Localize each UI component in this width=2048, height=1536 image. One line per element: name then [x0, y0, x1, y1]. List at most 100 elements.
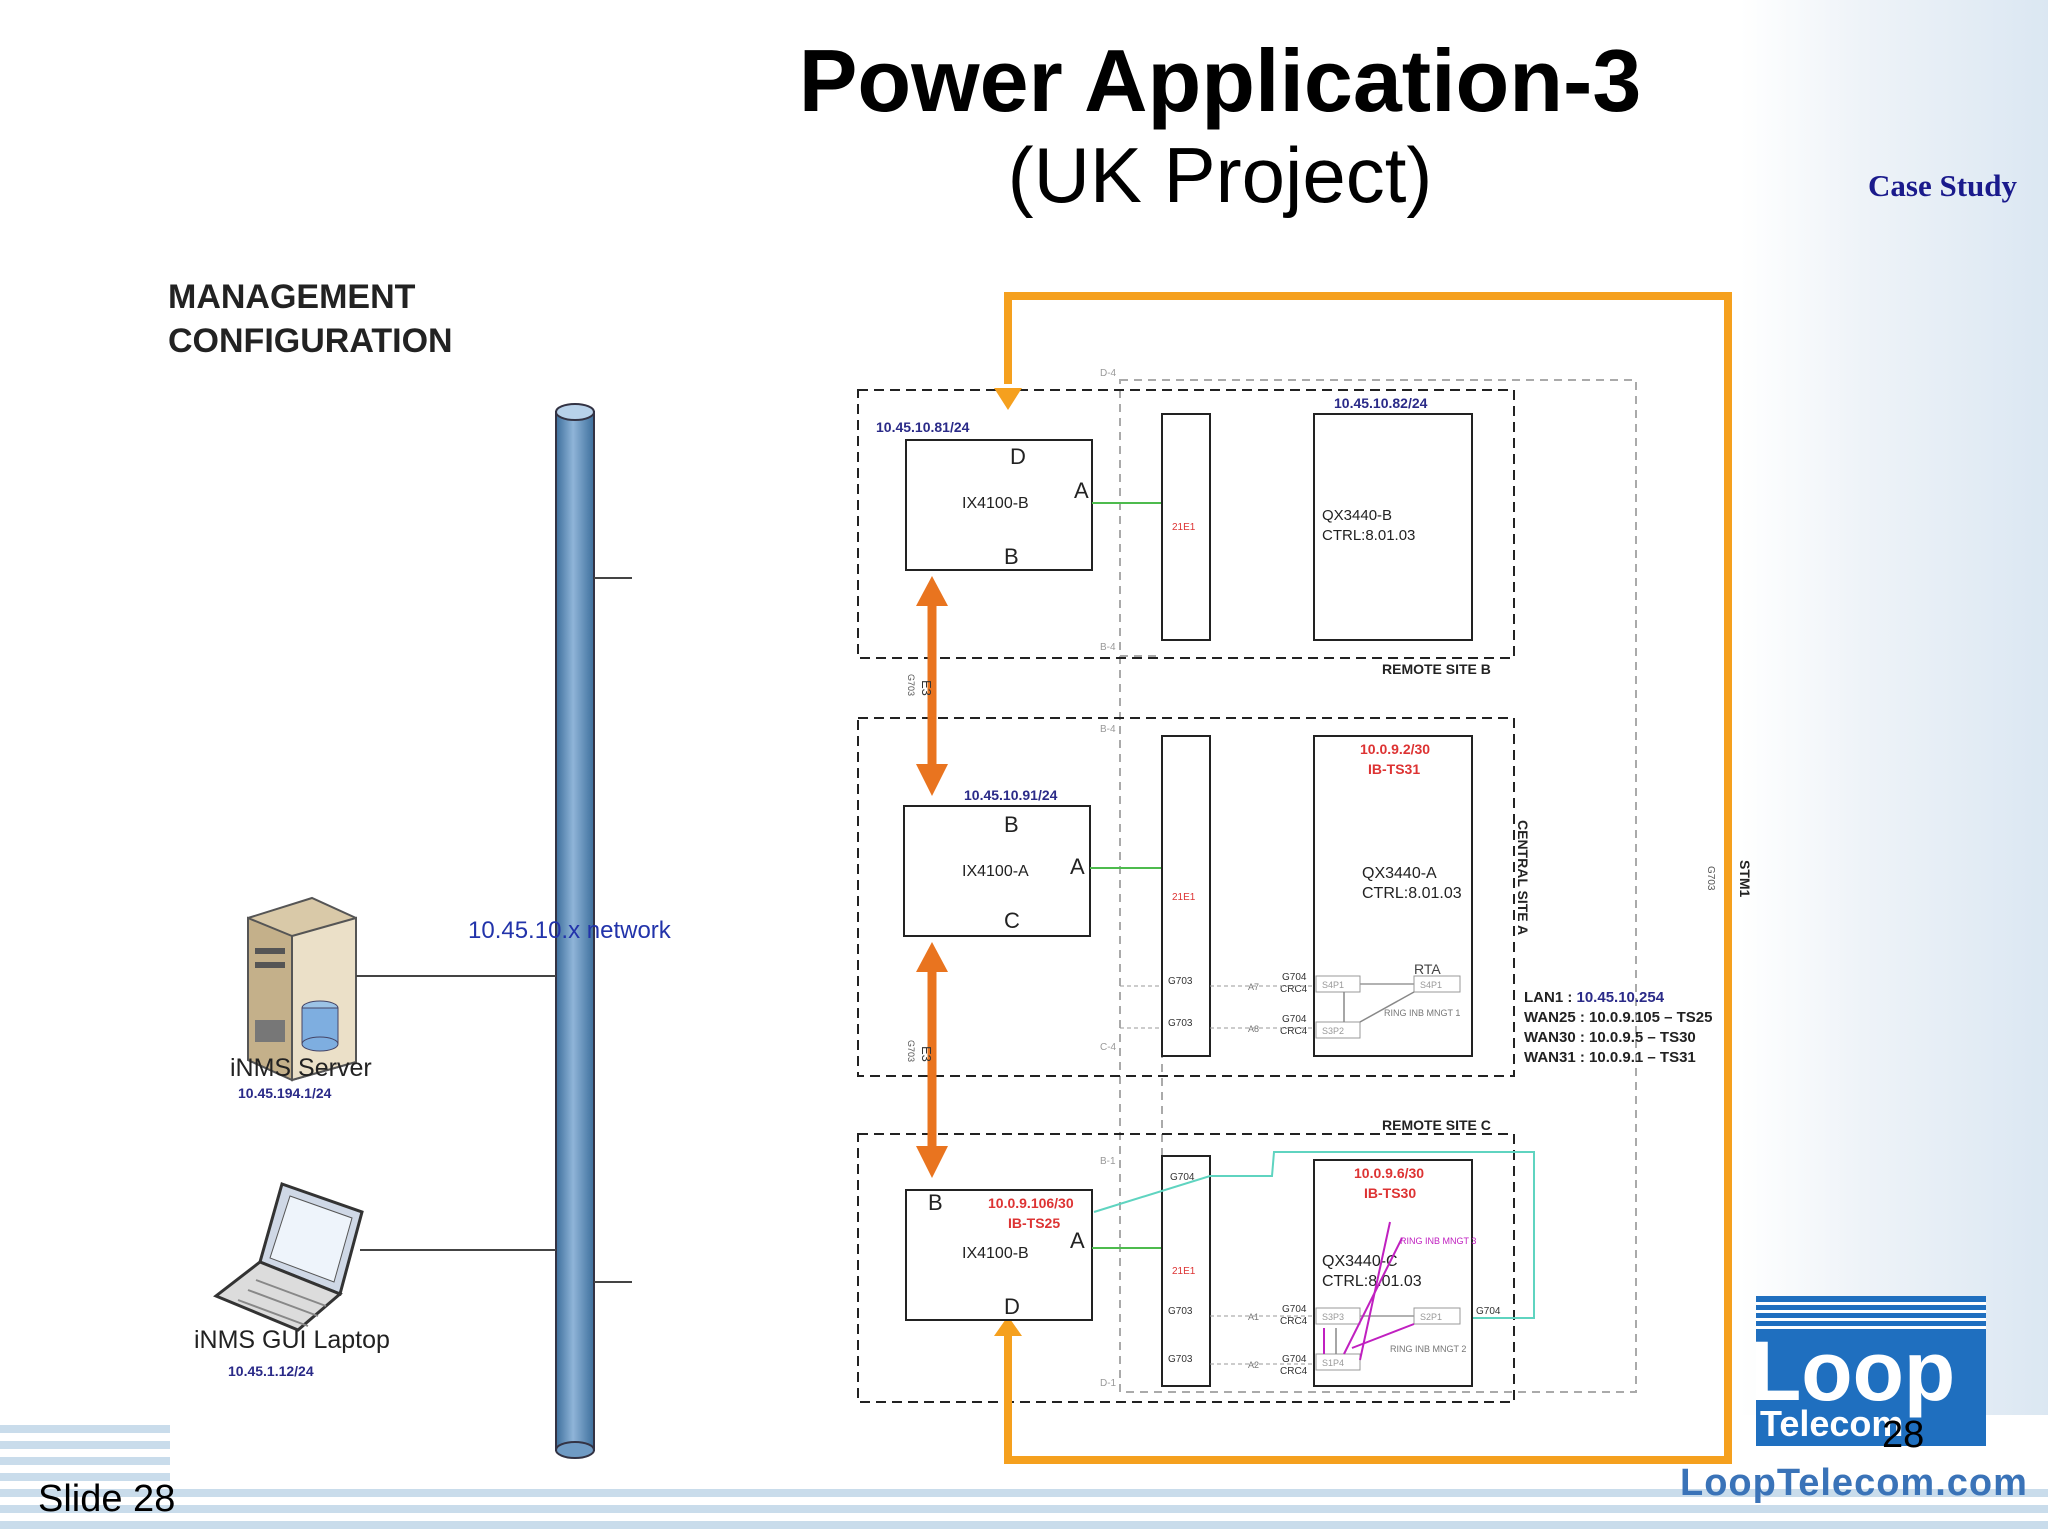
site-a-crc-1: CRC4: [1280, 984, 1308, 995]
site-b-ix-box: [905, 439, 1093, 571]
site-c-g703-1: G703: [1168, 1306, 1193, 1317]
site-a-s3-label: S4P1: [1420, 980, 1442, 990]
server-ip: 10.45.194.1/24: [238, 1085, 332, 1101]
site-a-qx-ip: 10.0.9.2/30: [1360, 741, 1430, 757]
site-a-ix-box: [903, 805, 1091, 937]
server-name: iNMS Server: [230, 1054, 372, 1082]
site-a-qx-ib: IB-TS31: [1368, 761, 1420, 777]
slide-background-gradient: [1740, 0, 2048, 1536]
site-c-ring3: RING INB MNGT 3: [1400, 1236, 1476, 1246]
site-b-qx-ip: 10.45.10.82/24: [1334, 395, 1428, 411]
site-c-g704-1: G704: [1282, 1304, 1307, 1315]
site-a-g704-2: G704: [1282, 1014, 1307, 1025]
site-c-ix-port-bottom: D: [1004, 1294, 1020, 1319]
site-a-lan1-ip: 10.45.10.254: [1577, 989, 1665, 1006]
site-boundaries: [857, 389, 1515, 1403]
site-b-corner-bottom: B-4: [1100, 642, 1116, 653]
site-a-g703-2: G703: [1168, 1018, 1193, 1029]
e3-label-1: E3: [919, 680, 934, 696]
site-b-ix-ip: 10.45.10.81/24: [876, 419, 970, 435]
site-c-g704-top: G704: [1170, 1172, 1195, 1183]
site-c-crc-2: CRC4: [1280, 1366, 1308, 1377]
site-c-ix-port-right: A: [1070, 1228, 1085, 1253]
site-c-ix-ip: 10.0.9.106/30: [988, 1195, 1074, 1211]
site-c-qx-name: QX3440-C: [1322, 1253, 1398, 1270]
site-b-qx-ctrl: CTRL:8.01.03: [1322, 527, 1415, 544]
diagram-heading-line2: CONFIGURATION: [168, 322, 453, 360]
slide-subtitle: (UK Project): [1007, 131, 1433, 219]
site-b-ix-port-top: D: [1010, 444, 1026, 469]
stm1-g703-label: G703: [1705, 866, 1716, 891]
site-c-a1: A1: [1248, 1312, 1259, 1322]
site-b-qx-box: [1313, 413, 1473, 641]
case-study-label: Case Study: [1868, 168, 2018, 203]
site-c-e1-label: 21E1: [1172, 1266, 1196, 1277]
site-a-ring: RING INB MNGT 1: [1384, 1008, 1460, 1018]
slide-title: Power Application-3: [798, 31, 1642, 130]
site-a-corner-bottom: C-4: [1100, 1042, 1117, 1053]
site-a-qx-name: QX3440-A: [1362, 865, 1437, 882]
site-a-ix-name: IX4100-A: [962, 863, 1029, 880]
site-a-e1-box: [1161, 735, 1211, 1057]
site-c-s3-label: S1P4: [1322, 1358, 1344, 1368]
site-a-g704-1: G704: [1282, 972, 1307, 983]
site-a-ix-port-bottom: C: [1004, 908, 1020, 933]
e3-link-1: [916, 576, 948, 796]
site-a-crc-2: CRC4: [1280, 1026, 1308, 1037]
site-c-port-s3: [1315, 1353, 1361, 1371]
stm1-ring: [994, 292, 1732, 1464]
site-b-corner-top: D-4: [1100, 368, 1117, 379]
site-a-rta: RTA: [1414, 961, 1441, 977]
e3-link-2: [916, 942, 948, 1178]
stm1-label: STM1: [1737, 860, 1753, 898]
site-b-label: REMOTE SITE B: [1382, 661, 1491, 677]
site-a-wan30: WAN30 : 10.0.9.5 – TS30: [1524, 1029, 1696, 1046]
site-a-lan1: LAN1 : 10.45.10.254: [1524, 989, 1665, 1006]
logo-url: LoopTelecom.com: [1680, 1462, 2028, 1504]
laptop-icon: [213, 1182, 364, 1332]
site-a-label: CENTRAL SITE A: [1515, 820, 1531, 935]
site-c-g704-right: G704: [1476, 1306, 1501, 1317]
site-c-ix-box: [905, 1189, 1093, 1321]
site-b-ix-name: IX4100-B: [962, 495, 1029, 512]
site-c-qx-ib: IB-TS30: [1364, 1185, 1416, 1201]
network-label: 10.45.10.x network: [468, 917, 672, 944]
site-c-corner-bottom: D-1: [1100, 1378, 1117, 1389]
site-c-label: REMOTE SITE C: [1382, 1117, 1491, 1133]
site-a-lan1-label: LAN1 :: [1524, 989, 1577, 1006]
site-c-ring2: RING INB MNGT 2: [1390, 1344, 1466, 1354]
logo-word2: Telecom: [1760, 1403, 1903, 1444]
laptop-ip: 10.45.1.12/24: [228, 1363, 314, 1379]
site-a-s1-label: S4P1: [1322, 980, 1344, 990]
site-c-ix-name: IX4100-B: [962, 1245, 1029, 1262]
site-c-qx-ctrl: CTRL:8.01.03: [1322, 1273, 1422, 1290]
site-b-e1-box: [1161, 413, 1211, 641]
site-a-s2-label: S3P2: [1322, 1026, 1344, 1036]
bottom-stripes: [0, 1415, 2048, 1536]
site-c-a2: A2: [1248, 1360, 1259, 1370]
site-b-ix-port-right: A: [1074, 478, 1089, 503]
e3-g703-label-1: G703: [906, 674, 916, 696]
site-a-port-s2: [1315, 1021, 1361, 1039]
site-c-ix-port-top: B: [928, 1190, 943, 1215]
logo-word1: Loop: [1756, 1324, 1955, 1418]
site-a-e1-label: 21E1: [1172, 892, 1196, 903]
laptop-name: iNMS GUI Laptop: [194, 1326, 390, 1354]
diagram-heading-line1: MANAGEMENT: [168, 278, 416, 316]
e3-g703-label-2: G703: [906, 1040, 916, 1062]
site-a-ix-port-right: A: [1070, 854, 1085, 879]
slide-number-label: Slide 28: [38, 1478, 176, 1520]
site-c-g703-2: G703: [1168, 1354, 1193, 1365]
network-backbone-pipe: [555, 403, 632, 1459]
site-a-corner-top: B-4: [1100, 724, 1116, 735]
site-c-g704-2: G704: [1282, 1354, 1307, 1365]
site-b-e1-label: 21E1: [1172, 522, 1196, 533]
site-a-qx-ctrl: CTRL:8.01.03: [1362, 885, 1462, 902]
site-a-ix-port-top: B: [1004, 812, 1019, 837]
site-c-crc-1: CRC4: [1280, 1316, 1308, 1327]
site-a-wan25: WAN25 : 10.0.9.105 – TS25: [1524, 1009, 1712, 1026]
site-a-qx-box: [1313, 735, 1473, 1057]
site-c-ring-arrows: [1323, 1221, 1415, 1361]
site-a-a7: A7: [1248, 982, 1259, 992]
